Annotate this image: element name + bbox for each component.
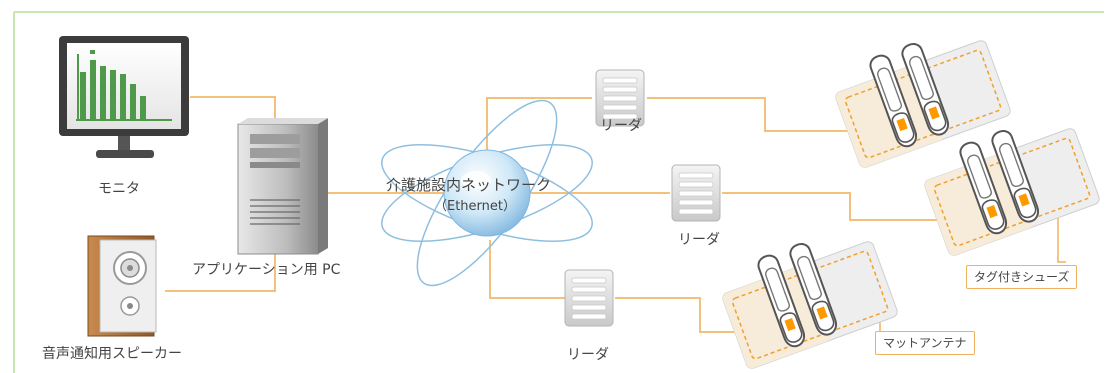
connector-reader-mid-mat bbox=[722, 192, 950, 221]
connector-monitor-pc bbox=[190, 96, 276, 125]
reader-label-top: リーダ bbox=[600, 118, 642, 134]
connector-speaker-pc bbox=[165, 252, 276, 292]
connector-network-reader-bot bbox=[489, 240, 565, 299]
reader-label-mid: リーダ bbox=[678, 232, 720, 248]
speaker-label: 音声通知用スピーカー bbox=[42, 346, 182, 362]
tagged-shoes-label: タグ付きシューズ bbox=[966, 265, 1078, 289]
speaker-icon bbox=[87, 235, 157, 337]
monitor-icon bbox=[59, 36, 189, 158]
reader-device-icon-bot bbox=[564, 269, 614, 327]
connector-reader-bot-mat bbox=[615, 297, 760, 333]
network-globe-icon bbox=[381, 99, 593, 287]
pc-label: アプリケーション用 PC bbox=[192, 262, 341, 278]
connector-network-reader-top bbox=[486, 97, 592, 150]
connector-reader-top-mat bbox=[647, 97, 865, 132]
reader-device-icon-mid bbox=[671, 164, 721, 222]
reader-label-bot: リーダ bbox=[567, 347, 609, 363]
network-label-line2: （Ethernet） bbox=[434, 199, 516, 214]
monitor-label: モニタ bbox=[98, 181, 140, 197]
connector-lines bbox=[165, 96, 950, 333]
mat-antenna-label: マットアンテナ bbox=[875, 331, 975, 355]
monitor-chart-bars bbox=[80, 50, 146, 120]
network-label-line1: 介護施設内ネットワーク bbox=[386, 176, 552, 194]
pc-tower-icon bbox=[237, 118, 328, 255]
diagram-frame bbox=[13, 11, 1104, 373]
